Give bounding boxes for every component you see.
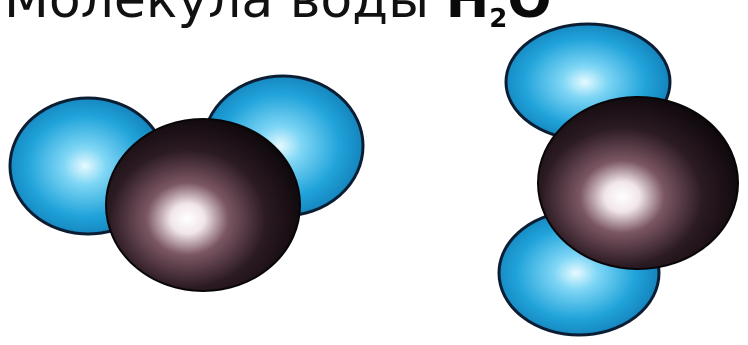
oxygen-atom: [106, 119, 300, 291]
water-molecule-vertical: [499, 24, 738, 335]
oxygen-atom: [538, 97, 738, 269]
water-molecule-angled: [10, 76, 363, 291]
